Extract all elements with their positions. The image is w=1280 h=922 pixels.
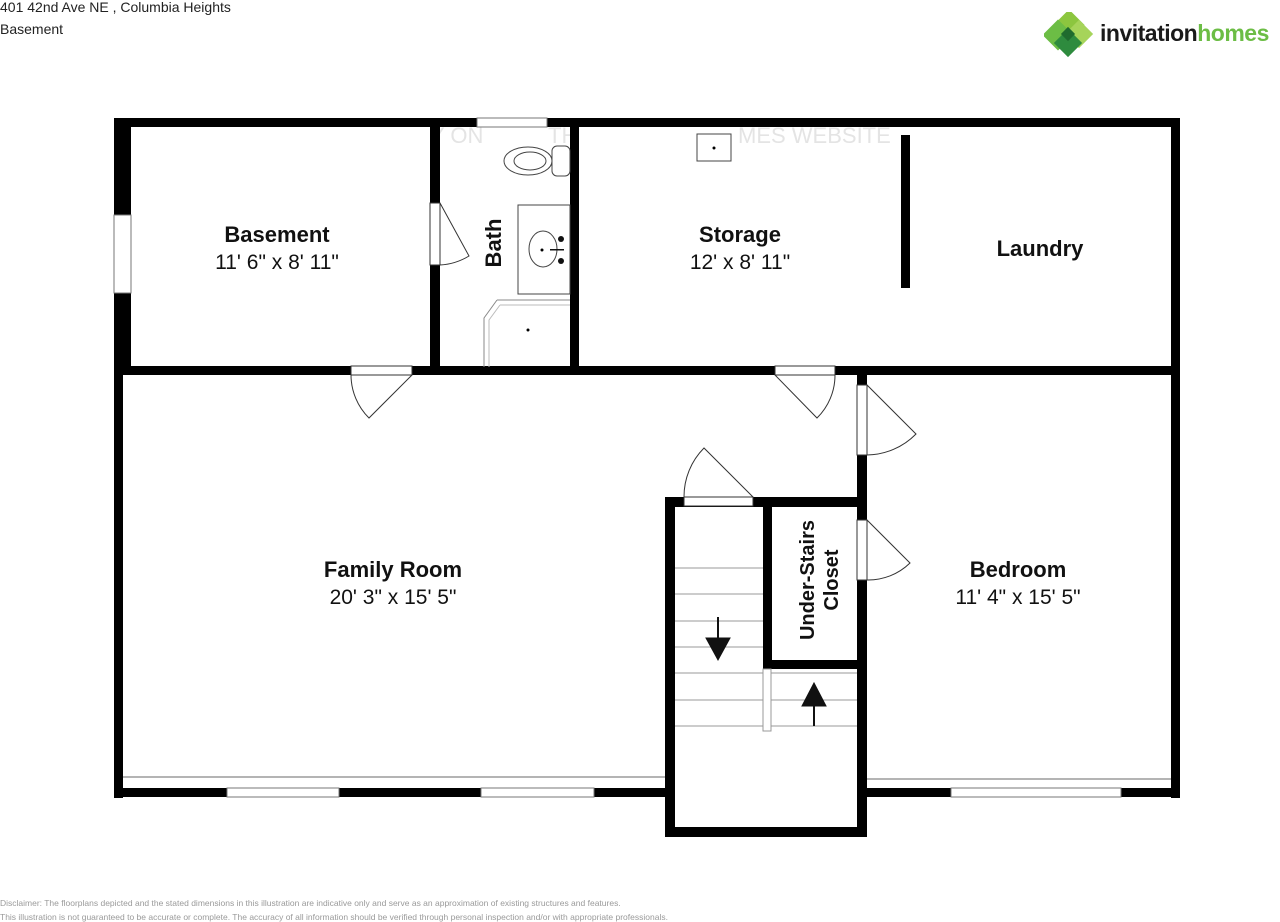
window-bath <box>476 117 548 128</box>
bath-fixtures <box>483 145 571 367</box>
room-name-line2: Closet <box>821 549 843 610</box>
stair-arrows <box>705 617 827 726</box>
floor-plan: Y ON TH MES WEBSITE <box>113 117 1180 837</box>
room-bedroom: Bedroom 11' 4" x 15' 5" <box>955 557 1080 609</box>
disclaimer-line-1: Disclaimer: The floorplans depicted and … <box>0 898 621 908</box>
logo-mark-icon <box>1044 12 1094 58</box>
faucet <box>550 236 564 264</box>
room-dims: 11' 6" x 8' 11" <box>215 251 339 274</box>
room-under-stairs-closet: Under-Stairs Closet <box>797 520 843 640</box>
room-family-room: Family Room 20' 3" x 15' 5" <box>324 557 462 609</box>
property-address: 401 42nd Ave NE , Columbia Heights <box>0 0 231 15</box>
room-dims: 11' 4" x 15' 5" <box>955 586 1080 609</box>
arrow-up-icon <box>801 681 827 707</box>
vanity-icon <box>517 204 571 295</box>
room-storage: Storage 12' x 8' 11" <box>690 222 790 274</box>
room-name: Storage <box>699 222 781 247</box>
room-dims: 20' 3" x 15' 5" <box>330 586 457 609</box>
utility-sink-icon <box>696 133 732 162</box>
logo-word-homes: homes <box>1197 20 1269 46</box>
logo-word-invitation: invitation <box>1100 20 1198 46</box>
room-name: Laundry <box>997 236 1085 261</box>
toilet-icon <box>503 146 553 176</box>
room-basement: Basement 11' 6" x 8' 11" <box>215 222 339 274</box>
room-name: Basement <box>224 222 330 247</box>
watermark-text-right: MES WEBSITE <box>738 123 891 148</box>
room-name: Bath <box>481 219 506 268</box>
stairs <box>675 567 857 732</box>
room-name: Family Room <box>324 557 462 582</box>
room-name-line1: Under-Stairs <box>797 520 819 640</box>
windows <box>113 117 1122 798</box>
room-name: Bedroom <box>970 557 1067 582</box>
disclaimer-line-2: This illustration is not guaranteed to b… <box>0 912 668 922</box>
window-family-1 <box>226 787 340 798</box>
room-dims: 12' x 8' 11" <box>690 251 790 274</box>
arrow-down-icon <box>705 637 731 662</box>
floor-label: Basement <box>0 21 64 37</box>
invitation-homes-logo: invitationhomes <box>1044 12 1280 58</box>
window-bedroom <box>950 787 1122 798</box>
window-basement <box>113 214 132 294</box>
logo-wordmark: invitationhomes <box>1100 20 1269 47</box>
doors <box>350 202 917 581</box>
room-bath: Bath <box>481 219 506 268</box>
window-family-2 <box>480 787 595 798</box>
room-laundry: Laundry <box>997 236 1085 261</box>
